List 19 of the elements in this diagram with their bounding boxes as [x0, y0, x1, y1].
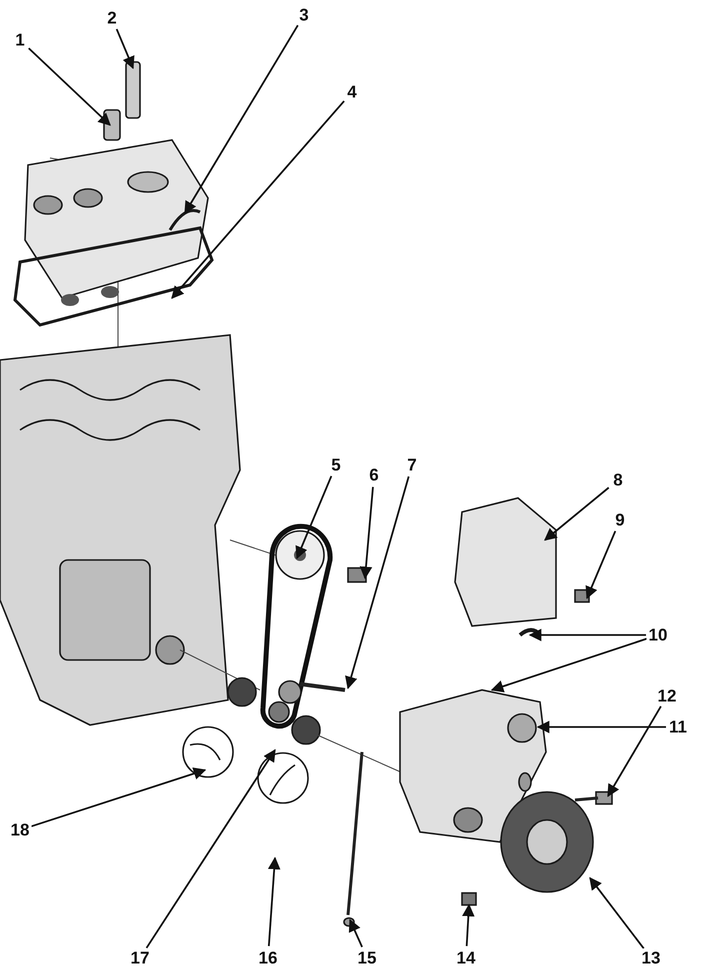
leader-line — [360, 486, 374, 580]
leader-line — [171, 100, 345, 299]
leader-line — [348, 918, 363, 948]
leader-line — [296, 476, 332, 560]
leader-line — [589, 877, 644, 949]
leader-line — [184, 24, 299, 214]
leader-line — [544, 486, 610, 541]
leader-line — [268, 856, 280, 946]
leader-line — [345, 476, 410, 690]
leader-line — [607, 706, 662, 798]
leader-line — [536, 720, 666, 734]
leader-line — [28, 48, 111, 126]
leader-line — [31, 768, 206, 828]
leader-line — [528, 628, 646, 642]
leader-line — [462, 904, 475, 946]
leader-line — [146, 748, 276, 948]
leader-line — [490, 638, 647, 692]
leader-line — [116, 28, 134, 70]
leader-line — [586, 530, 616, 600]
